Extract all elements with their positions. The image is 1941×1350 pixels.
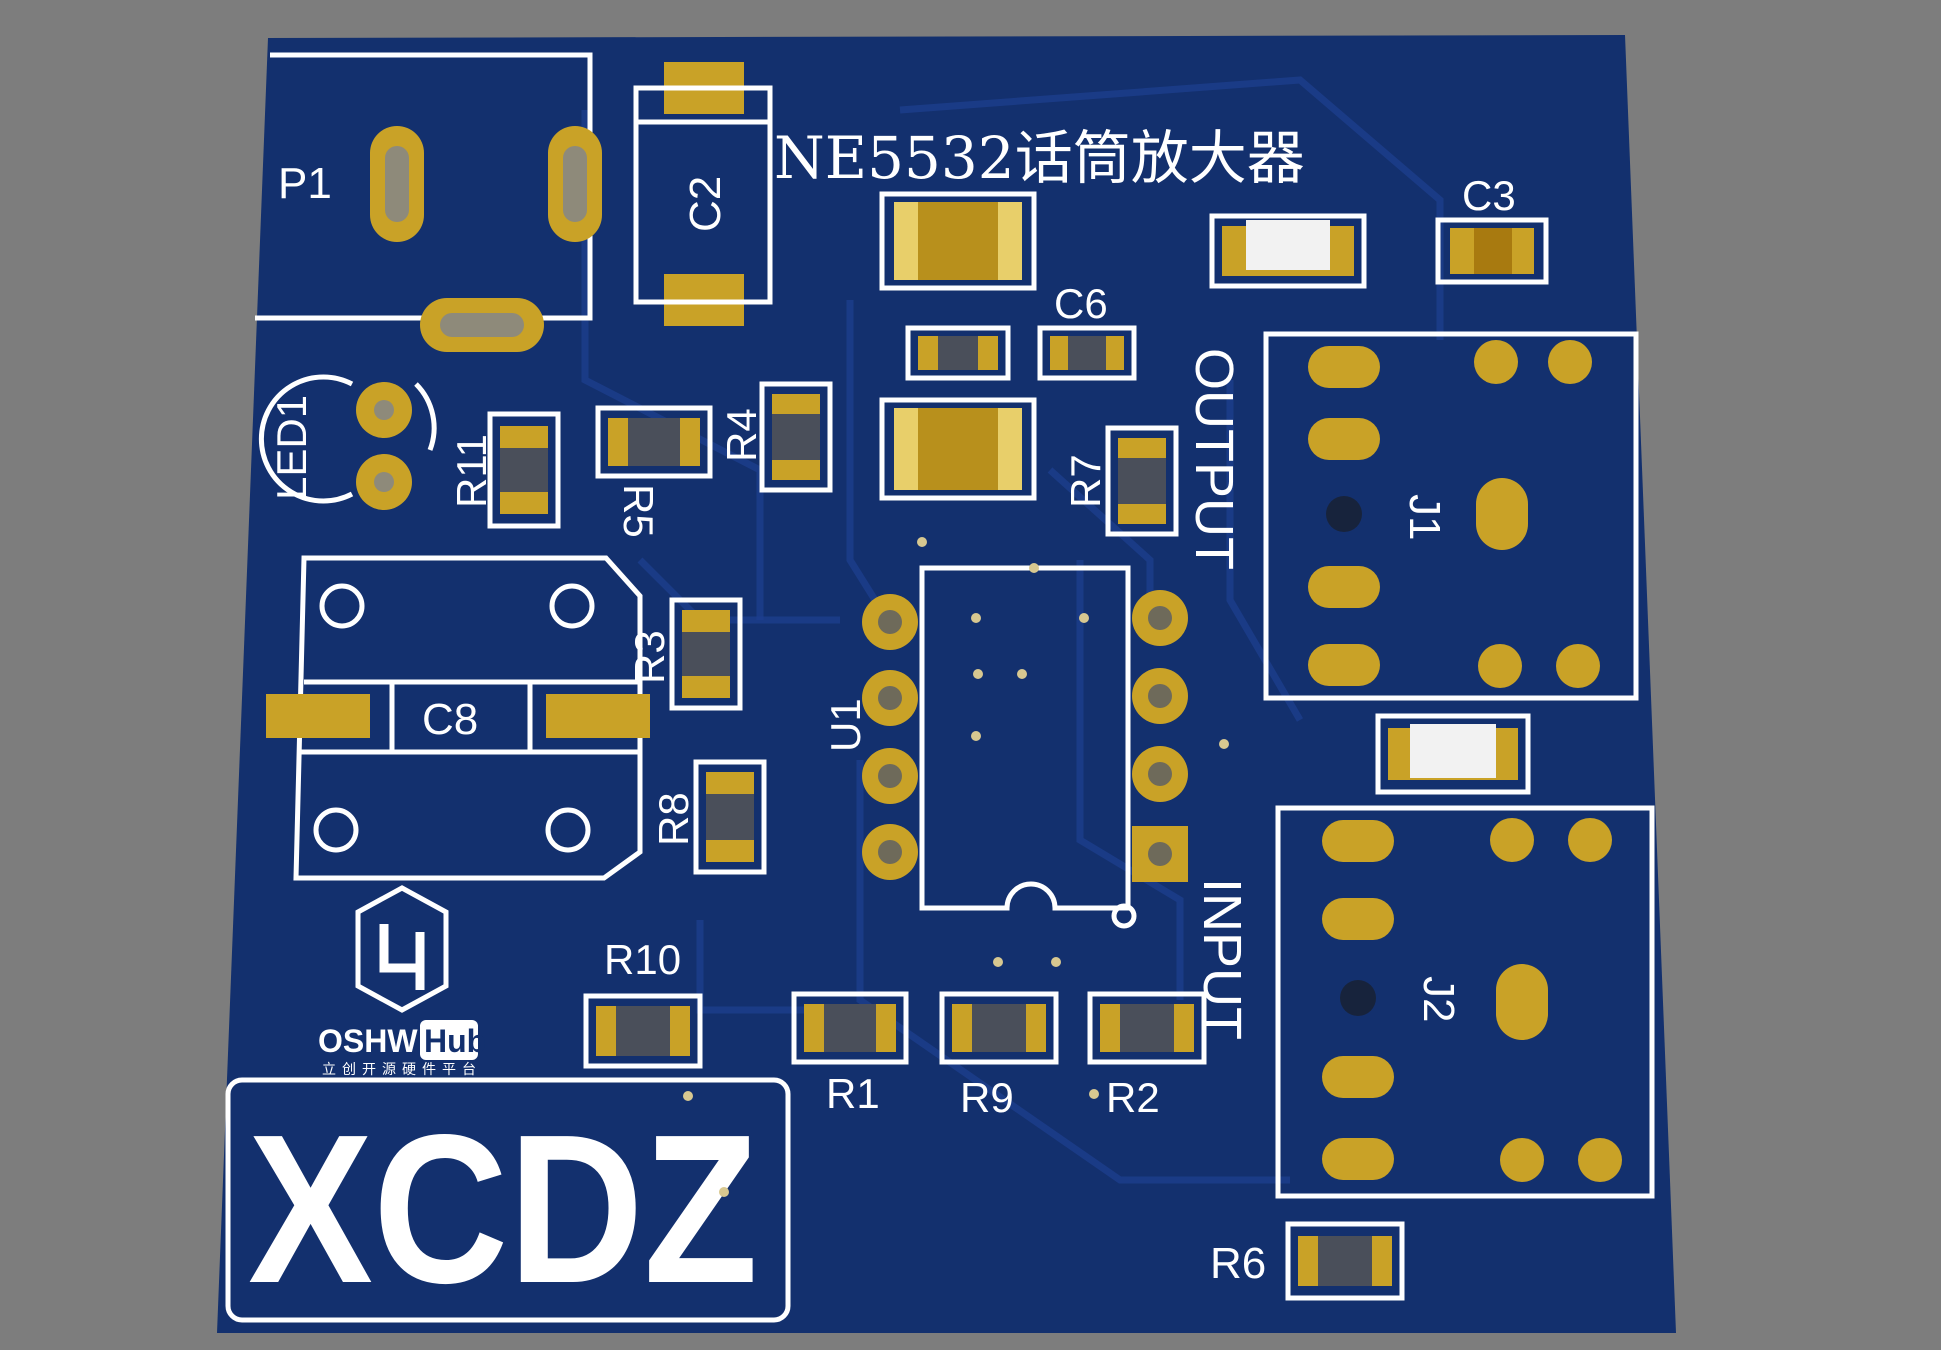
r8-resistor: R8	[650, 759, 767, 875]
r11-resistor: R11	[448, 411, 561, 529]
output-label: OUTPUT	[1184, 348, 1244, 570]
xcdz-brand: XCDZ	[225, 1077, 791, 1327]
j2-label: J2	[1414, 976, 1463, 1022]
c8-label: C8	[422, 695, 478, 744]
c2-capacitor: C2	[633, 62, 773, 326]
u1-ne5532-chip: U1	[822, 565, 1188, 929]
r10-resistor: R10	[583, 936, 703, 1069]
vias	[683, 537, 1229, 1197]
r1-resistor: R1	[791, 991, 909, 1117]
ceramic-capacitor-top	[1209, 213, 1367, 289]
r10-label: R10	[604, 936, 681, 983]
r4-resistor: R4	[718, 381, 833, 493]
r4-label: R4	[718, 408, 765, 462]
c2-label: C2	[681, 176, 730, 232]
c6-label: C6	[1054, 280, 1108, 327]
r6-resistor: R6	[1210, 1221, 1405, 1301]
r6-label: R6	[1210, 1239, 1266, 1288]
r3-label: R3	[626, 630, 673, 684]
r5-resistor: R5	[595, 405, 713, 538]
led1: LED1	[258, 374, 437, 510]
input-label: INPUT	[1192, 878, 1252, 1040]
p1-power-jack: P1	[255, 52, 602, 352]
r8-label: R8	[650, 792, 697, 846]
c8-capacitor: C8	[266, 555, 650, 881]
r9-label: R9	[960, 1074, 1014, 1121]
j1-label: J1	[1400, 494, 1449, 540]
oshw-text: OSHW	[318, 1023, 418, 1059]
chip-capacitor-left	[905, 325, 1011, 381]
r3-resistor: R3	[626, 597, 743, 711]
c3-label: C3	[1462, 172, 1516, 219]
brand-text: XCDZ	[248, 1090, 758, 1327]
r9-resistor: R9	[939, 991, 1059, 1121]
p1-label: P1	[278, 159, 332, 208]
tantalum-capacitor-top	[879, 191, 1037, 291]
r11-label: R11	[448, 434, 495, 508]
oshwhub-logo: OSHW Hub 立创开源硬件平台	[318, 885, 486, 1077]
r5-label: R5	[615, 484, 662, 538]
hub-text: Hub	[424, 1023, 486, 1059]
tantalum-capacitor-middle	[879, 397, 1037, 501]
r2-resistor: R2	[1087, 991, 1207, 1121]
c6-capacitor: C6	[1037, 280, 1137, 381]
c3-capacitor: C3	[1435, 172, 1549, 285]
oshwhub-tagline: 立创开源硬件平台	[322, 1061, 482, 1077]
board-title: NE5532话筒放大器	[774, 124, 1305, 192]
r7-resistor: R7	[1062, 425, 1179, 537]
led1-label: LED1	[268, 395, 315, 500]
j2-input-jack: J2	[1275, 805, 1655, 1199]
u1-label: U1	[822, 698, 869, 752]
j1-output-jack: J1	[1263, 331, 1639, 701]
r1-label: R1	[826, 1070, 880, 1117]
r2-label: R2	[1106, 1074, 1160, 1121]
ceramic-capacitor-middle	[1375, 713, 1531, 795]
r7-label: R7	[1062, 454, 1109, 508]
